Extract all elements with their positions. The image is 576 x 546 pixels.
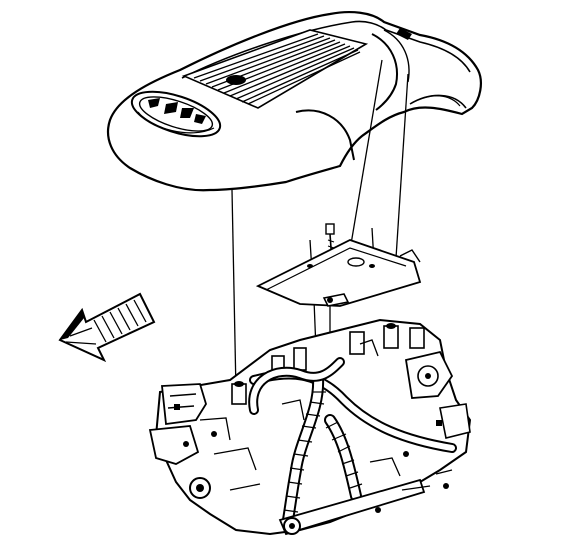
cover-grille <box>181 29 369 109</box>
engine-cover <box>106 11 482 192</box>
engine-assembly <box>148 318 472 536</box>
logo-emblem-icon <box>130 90 222 138</box>
front-direction-arrow-icon <box>58 292 156 363</box>
bracket-plate <box>255 239 422 307</box>
